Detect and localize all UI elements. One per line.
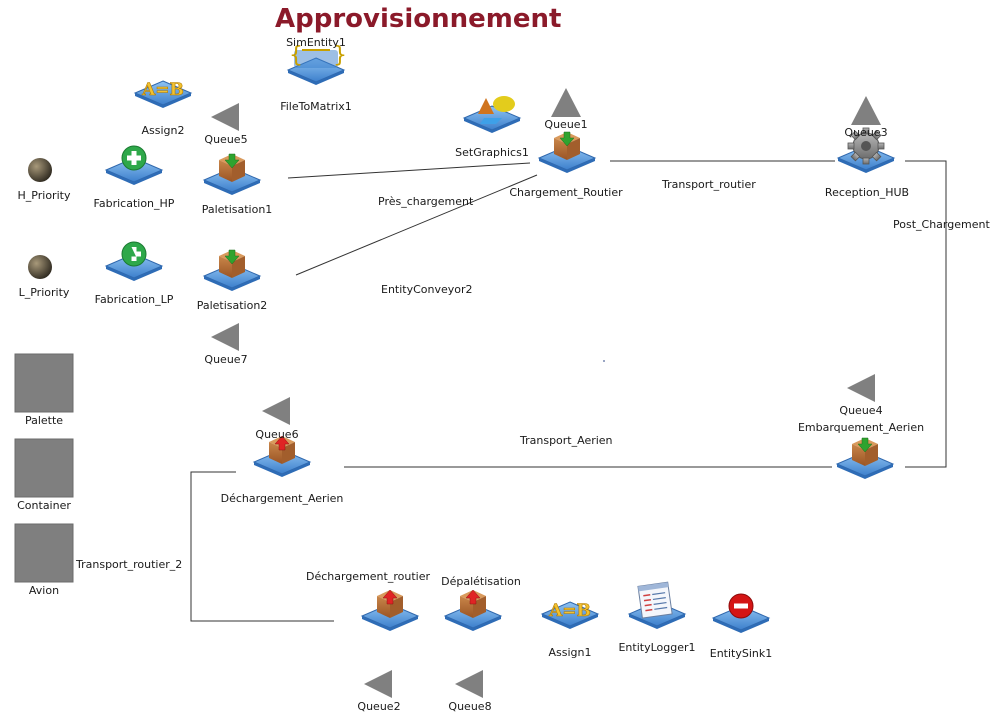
dechargement-routier-label: Déchargement_routier: [306, 570, 430, 583]
depaletisation-unpack-icon[interactable]: [444, 589, 502, 632]
palette-label: Palette: [24, 414, 64, 427]
diagram-title: Approvisionnement: [275, 4, 562, 34]
queue3-label: Queue3: [844, 126, 888, 139]
avion-prototype[interactable]: [14, 523, 74, 583]
sim-entity-icon[interactable]: { }: [287, 43, 347, 86]
fabrication-hp-label: Fabrication_HP: [93, 197, 175, 210]
container-prototype[interactable]: [14, 438, 74, 498]
chargement-routier-label: Chargement_Routier: [509, 186, 623, 199]
svg-text:A=B: A=B: [141, 80, 184, 100]
reception-hub-gear-icon[interactable]: [837, 127, 895, 174]
connector-lines: [190, 160, 947, 622]
set-graphics-icon[interactable]: [463, 96, 521, 134]
pres-chargement-label: Près_chargement: [378, 195, 474, 208]
sim-entity-label: SimEntity1: [286, 36, 346, 49]
entity-logger-icon[interactable]: [628, 581, 686, 630]
reception-hub-label: Reception_HUB: [824, 186, 910, 199]
paletisation1-label: Paletisation1: [201, 203, 273, 216]
connector-pres-chargement[interactable]: [287, 162, 531, 179]
generator-hp-icon[interactable]: [105, 145, 163, 186]
assign1-label: Assign1: [548, 646, 592, 659]
svg-text:}: }: [333, 43, 347, 68]
paletisation2-label: Paletisation2: [196, 299, 268, 312]
transport-aerien-label: Transport_Aerien: [520, 434, 613, 447]
l-priority-label: L_Priority: [18, 286, 70, 299]
svg-text:{: {: [289, 43, 303, 68]
queue2-icon[interactable]: [364, 670, 392, 698]
queue5-label: Queue5: [204, 133, 248, 146]
paletisation1-pack-icon[interactable]: [203, 153, 261, 196]
connector-transport-routier-2[interactable]: [190, 471, 334, 622]
connector-entity-conveyor[interactable]: [295, 174, 538, 276]
queue5-icon[interactable]: [211, 103, 239, 131]
paletisation2-pack-icon[interactable]: [203, 249, 261, 292]
assign-icon[interactable]: A=B: [134, 80, 192, 109]
connector-post-chargement[interactable]: [905, 160, 947, 468]
queue7-icon[interactable]: [211, 323, 239, 351]
assign2-label: Assign2: [141, 124, 185, 137]
depaletisation-label: Dépalétisation: [441, 575, 521, 588]
queue4-icon[interactable]: [847, 374, 875, 402]
entity-sink-label: EntitySink1: [709, 647, 773, 660]
queue3-icon[interactable]: [851, 96, 881, 125]
entity-conveyor-label: EntityConveyor2: [381, 283, 473, 296]
fabrication-lp-label: Fabrication_LP: [94, 293, 174, 306]
post-chargement-label: Post_Chargement: [893, 218, 990, 231]
avion-label: Avion: [28, 584, 60, 597]
embarquement-aerien-pack-icon[interactable]: [836, 437, 894, 480]
file-to-matrix-label: FileToMatrix1: [280, 100, 352, 113]
queue6-label: Queue6: [255, 428, 299, 441]
dechargement-aerien-label: Déchargement_Aerien: [220, 492, 344, 505]
queue4-label: Queue4: [839, 404, 883, 417]
queue7-label: Queue7: [204, 353, 248, 366]
entity-logger-label: EntityLogger1: [618, 641, 696, 654]
h-priority-label: H_Priority: [17, 189, 71, 202]
queue8-icon[interactable]: [455, 670, 483, 698]
queue8-label: Queue8: [448, 700, 492, 713]
dechargement-routier-unpack-icon[interactable]: [361, 589, 419, 632]
svg-text:A=B: A=B: [548, 601, 591, 621]
queue2-label: Queue2: [357, 700, 401, 713]
palette-prototype[interactable]: [14, 353, 74, 413]
canvas-dot: [603, 360, 605, 362]
transport-routier-label: Transport_routier: [662, 178, 756, 191]
dechargement-aerien-unpack-icon[interactable]: [253, 435, 311, 478]
h-priority-sphere-icon[interactable]: [28, 158, 52, 182]
entity-sink-icon[interactable]: [712, 593, 770, 634]
transport-routier-2-label: Transport_routier_2: [76, 558, 183, 571]
l-priority-sphere-icon[interactable]: [28, 255, 52, 279]
embarquement-aerien-label: Embarquement_Aerien: [797, 421, 925, 434]
queue1-icon[interactable]: [551, 88, 581, 117]
queue6-icon[interactable]: [262, 397, 290, 425]
set-graphics-label: SetGraphics1: [455, 146, 529, 159]
container-label: Container: [17, 499, 71, 512]
generator-lp-icon[interactable]: [105, 241, 163, 282]
queue1-label: Queue1: [544, 118, 588, 131]
chargement-routier-pack-icon[interactable]: [538, 131, 596, 174]
assign-icon[interactable]: A=B: [541, 601, 599, 630]
